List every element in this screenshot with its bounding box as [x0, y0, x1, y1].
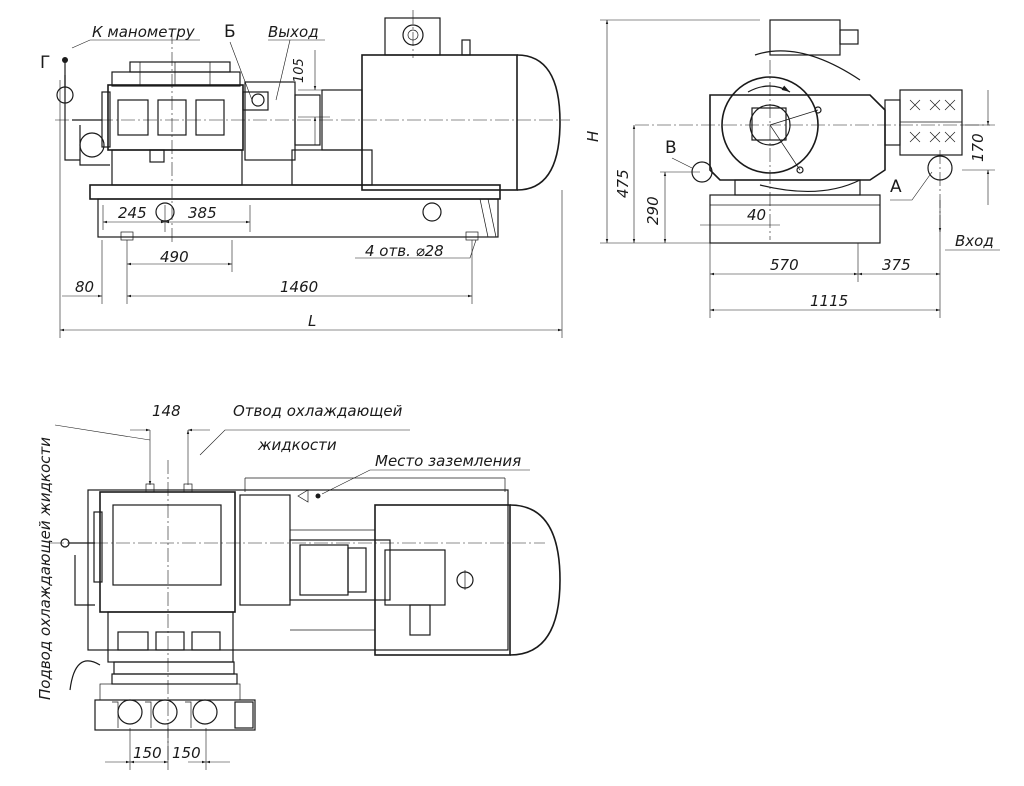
- dim-80: 80: [75, 278, 94, 296]
- dim-375: 375: [882, 256, 911, 274]
- dim-475: 475: [614, 169, 632, 198]
- label-coolant-inlet: Подвод охлаждающей жидкости: [36, 437, 54, 700]
- label-inlet: Вход: [955, 232, 994, 250]
- top-view: [50, 424, 561, 770]
- dim-290: 290: [644, 196, 662, 225]
- label-outlet: Выход: [268, 23, 319, 41]
- dim-1460: 1460: [280, 278, 318, 296]
- label-coolant-outlet-2: жидкости: [257, 436, 337, 454]
- dim-40: 40: [747, 206, 766, 224]
- dim-150-left: 150: [133, 744, 162, 762]
- dim-H: H: [584, 131, 602, 142]
- label-holes: 4 отв. ⌀28: [365, 242, 444, 260]
- label-grounding: Место заземления: [375, 452, 521, 470]
- dim-245: 245: [118, 204, 147, 222]
- dim-148: 148: [152, 402, 181, 420]
- dim-570: 570: [770, 256, 799, 274]
- label-b: Б: [224, 22, 236, 42]
- dim-L: L: [308, 312, 316, 330]
- dim-150-right: 150: [172, 744, 201, 762]
- label-a: А: [890, 177, 902, 197]
- side-view: [600, 19, 1000, 318]
- label-to-manometer: К манометру: [92, 23, 196, 41]
- label-g: Г: [40, 53, 50, 73]
- dim-385: 385: [188, 204, 217, 222]
- dim-490: 490: [160, 248, 189, 266]
- label-v: В: [665, 138, 677, 158]
- dim-170: 170: [969, 133, 987, 162]
- label-coolant-outlet-1: Отвод охлаждающей: [233, 402, 403, 420]
- dim-1115: 1115: [810, 292, 848, 310]
- front-view: [55, 10, 570, 338]
- dim-105: 105: [292, 58, 307, 83]
